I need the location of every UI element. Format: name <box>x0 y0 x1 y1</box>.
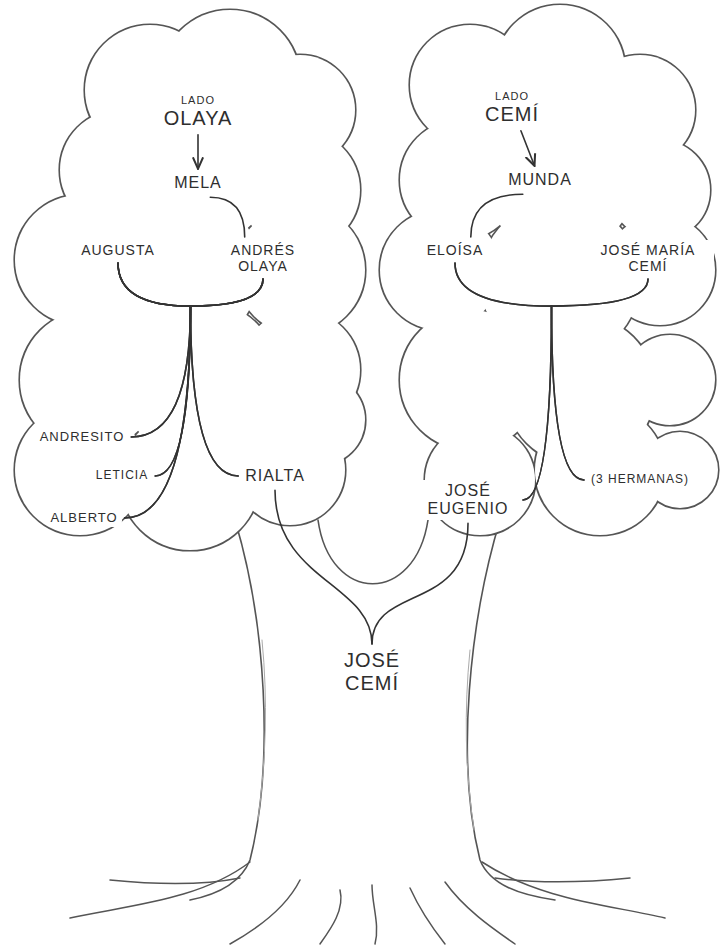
family-member: ANDRÉS OLAYA <box>217 240 309 276</box>
family-line <box>191 279 264 476</box>
family-member: JOSÉ CEMÍ <box>330 647 414 697</box>
family-line <box>455 263 584 480</box>
member-name: JOSÉ CEMÍ <box>334 649 410 695</box>
family-line <box>521 131 535 166</box>
root <box>372 885 377 944</box>
family-member: LADOOLAYA <box>160 92 237 132</box>
family-member: LADOCEMÍ <box>481 88 543 128</box>
canopy-outline <box>15 10 365 550</box>
bark-line <box>258 640 265 820</box>
canopy-fill <box>15 10 365 550</box>
member-name: ANDRÉS OLAYA <box>221 242 305 274</box>
member-name: RIALTA <box>245 467 305 485</box>
family-line <box>552 279 649 480</box>
family-member: LETICIA <box>92 467 152 485</box>
member-name: LADO <box>164 94 233 107</box>
family-line <box>372 523 468 644</box>
root <box>70 862 250 918</box>
family-line <box>118 263 238 476</box>
root <box>230 880 300 944</box>
member-name: AUGUSTA <box>81 242 155 258</box>
member-name: ANDRESITO <box>40 430 125 445</box>
root <box>482 862 665 918</box>
member-name: JOSÉ MARÍA CEMÍ <box>586 242 710 274</box>
family-line <box>275 490 372 644</box>
root <box>320 890 341 944</box>
family-member: (3 HERMANAS) <box>587 471 693 489</box>
member-name: (3 HERMANAS) <box>591 473 689 487</box>
family-member: MELA <box>170 172 226 194</box>
family-line <box>455 263 552 500</box>
member-name: MELA <box>174 174 222 192</box>
root <box>495 878 630 882</box>
family-member: RIALTA <box>241 465 309 487</box>
canopy-outline <box>380 5 718 535</box>
root <box>410 888 445 944</box>
member-name: MUNDA <box>508 171 572 189</box>
bark-line <box>466 650 474 830</box>
member-name: CEMÍ <box>485 103 539 126</box>
member-name: LADO <box>485 90 539 103</box>
trunk-edge <box>190 520 264 900</box>
family-line <box>523 279 648 500</box>
member-name: OLAYA <box>164 107 233 130</box>
family-member: JOSÉ EUGENIO <box>416 480 520 521</box>
member-name: ELOÍSA <box>427 242 484 258</box>
family-member: MUNDA <box>504 169 576 191</box>
trunk-edge <box>467 520 555 900</box>
family-line <box>471 194 523 237</box>
member-name: ALBERTO <box>50 511 117 526</box>
member-name: LETICIA <box>96 469 148 483</box>
family-line <box>197 135 199 169</box>
member-name: JOSÉ EUGENIO <box>420 482 516 519</box>
family-member: JOSÉ MARÍA CEMÍ <box>582 240 714 276</box>
family-member: AUGUSTA <box>77 240 159 260</box>
trunk-fork <box>318 520 428 584</box>
root <box>445 882 515 944</box>
root <box>110 878 240 884</box>
family-member: ANDRESITO <box>36 428 129 447</box>
tree-roots <box>70 862 665 944</box>
family-member: ELOÍSA <box>423 240 488 260</box>
family-line <box>155 279 263 476</box>
canopy-fill <box>380 5 718 535</box>
family-member: ALBERTO <box>46 509 121 528</box>
family-line <box>210 197 244 237</box>
tree-trunk <box>190 520 555 900</box>
